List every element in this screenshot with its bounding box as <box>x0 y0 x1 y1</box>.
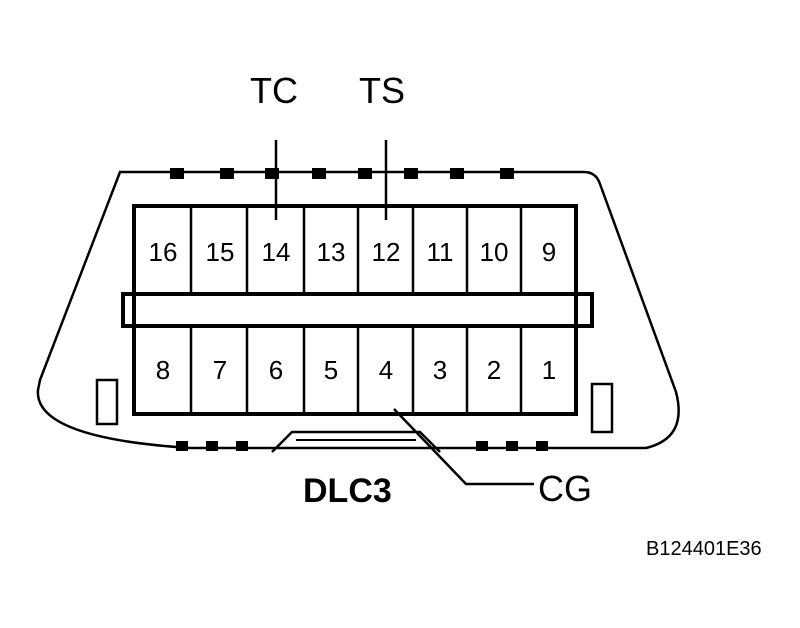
pin-7-label: 7 <box>213 355 227 385</box>
pin-11-label: 11 <box>427 237 454 267</box>
figure-code: B124401E36 <box>646 538 762 560</box>
cg-leader-line <box>393 408 534 486</box>
pin-14-label: 14 <box>262 237 291 267</box>
pin-2-label: 2 <box>487 355 501 385</box>
pin-8-label: 8 <box>156 355 170 385</box>
pin-15-label: 15 <box>206 237 235 267</box>
pin-16-label: 16 <box>149 237 178 267</box>
bottom-pin-row: 8 7 6 5 4 3 2 1 <box>156 355 556 385</box>
top-pin-row: 16 15 14 13 12 11 10 9 <box>149 237 557 267</box>
bottom-key-recess <box>271 430 441 453</box>
pin-9-label: 9 <box>542 237 556 267</box>
bottom-key-notches <box>176 441 548 451</box>
top-key-notches <box>170 168 514 179</box>
pin-block <box>121 204 594 416</box>
pin-12-label: 12 <box>372 237 401 267</box>
ts-callout-label: TS <box>359 70 405 111</box>
pin-10-label: 10 <box>480 237 509 267</box>
cg-callout-label: CG <box>538 468 592 509</box>
pin-13-label: 13 <box>317 237 346 267</box>
left-latch-slot <box>95 378 119 426</box>
tc-callout-label: TC <box>250 70 298 111</box>
pin-5-label: 5 <box>324 355 338 385</box>
pin-6-label: 6 <box>269 355 283 385</box>
callout-leaders <box>274 140 534 486</box>
pin-1-label: 1 <box>542 355 556 385</box>
diagram-title: DLC3 <box>303 472 392 510</box>
pin-3-label: 3 <box>433 355 447 385</box>
right-latch-slot <box>590 382 614 434</box>
center-key-bar <box>121 292 594 328</box>
connector-housing <box>36 170 680 450</box>
pin-4-label: 4 <box>379 355 393 385</box>
